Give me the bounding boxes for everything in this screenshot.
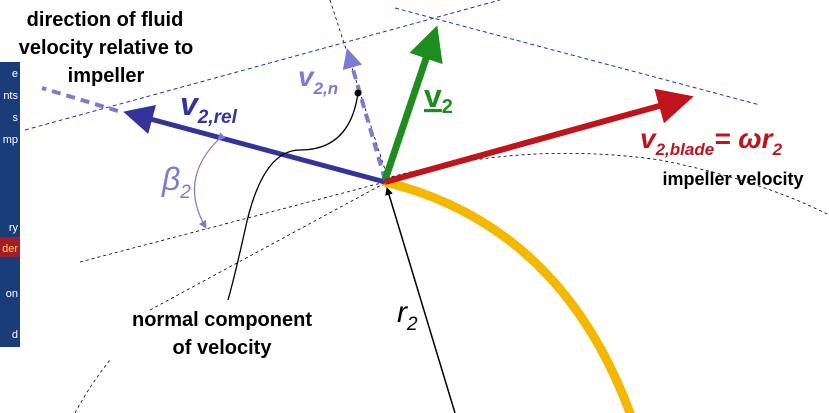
outer-arc-left [74,359,111,413]
envelope-line-upper [24,0,501,131]
sidebar-item-active[interactable]: der [2,243,18,255]
normal-component-vector [342,48,387,181]
v2-rel-label: v2,rel [180,86,238,128]
radius-arrow [385,187,456,413]
outer-circle-arc [379,152,829,216]
beta-label: β2 [161,161,191,203]
absolute-velocity-vector [381,25,443,182]
rel-direction-line2: velocity relative to [19,37,194,59]
relative-velocity-vector [123,104,386,185]
normal-component-dot [354,89,362,97]
normal-component-label: normal component of velocity [132,309,312,359]
envelope-lines [24,0,761,131]
normal-component-line1: normal component [132,309,312,331]
sidebar-highlight [0,237,20,257]
v2n-label: v2,n [298,61,338,98]
blade-tangent-line [79,181,386,263]
sidebar: e nts s mp ry der on d [0,62,20,347]
sidebar-item[interactable]: e [12,68,18,80]
sidebar-panel [0,62,20,347]
beta-angle-arc [193,132,226,229]
guide-line [149,182,386,311]
sidebar-item[interactable]: nts [3,90,18,102]
sidebar-item[interactable]: mp [3,134,18,146]
normal-component-leader [227,92,359,301]
impeller-velocity-label: impeller velocity [662,169,803,189]
radius-label: r2 [397,296,418,335]
envelope-line-right [394,7,761,106]
blade-velocity-vector [384,88,694,185]
rel-direction-line3: impeller [68,65,145,87]
sidebar-item[interactable]: ry [9,222,19,234]
impeller-rim [380,177,635,413]
normal-component-line2: of velocity [173,337,273,359]
sidebar-item[interactable]: on [6,288,18,300]
rel-direction-line1: direction of fluid [27,9,184,31]
sidebar-item[interactable]: d [12,329,18,341]
relative-direction-extension [41,86,119,113]
v2-label: v2 [424,78,453,118]
sidebar-item[interactable]: s [13,112,19,124]
rel-direction-label: direction of fluid velocity relative to … [19,9,194,87]
blade-velocity-label: v2,blade= ωr2 [640,123,783,159]
